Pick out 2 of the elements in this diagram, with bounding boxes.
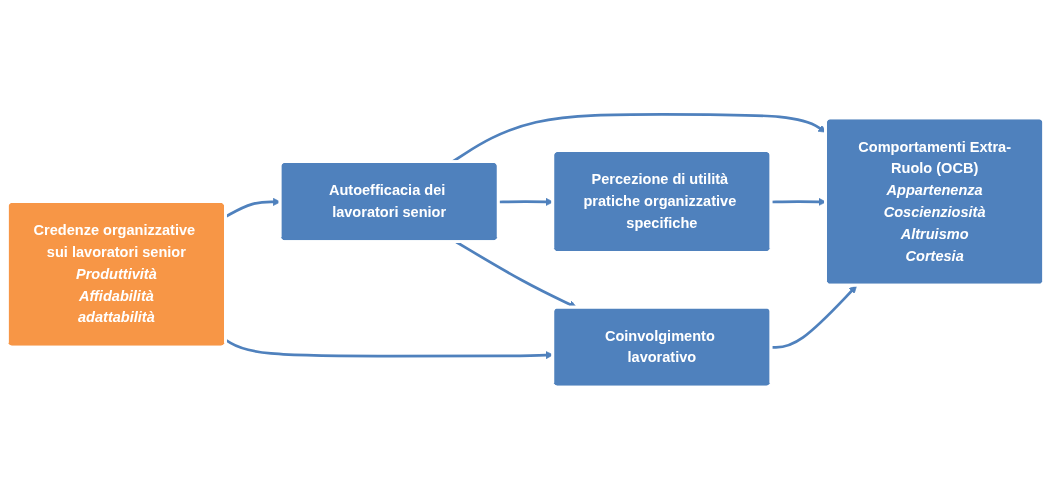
arrow: [225, 197, 281, 218]
arrow: [771, 285, 858, 349]
